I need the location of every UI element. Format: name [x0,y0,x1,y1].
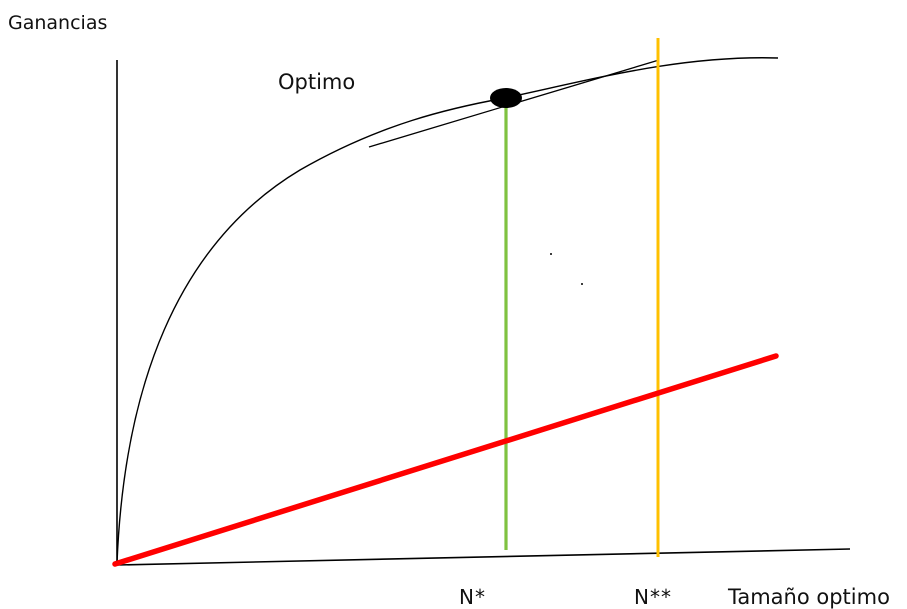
optimum-point [490,88,522,108]
cost-line [112,353,779,567]
stray-dot [581,283,583,285]
optimum-label: Optimo [278,70,355,94]
x-axis [116,548,851,566]
x-axis-label: Tamaño optimo [727,585,890,609]
profit-curve [116,57,779,564]
y-axis-label: Ganancias [8,12,107,34]
n-double-star-label: N** [634,585,672,609]
n-star-label: N* [459,585,486,609]
stray-dot [550,253,552,255]
